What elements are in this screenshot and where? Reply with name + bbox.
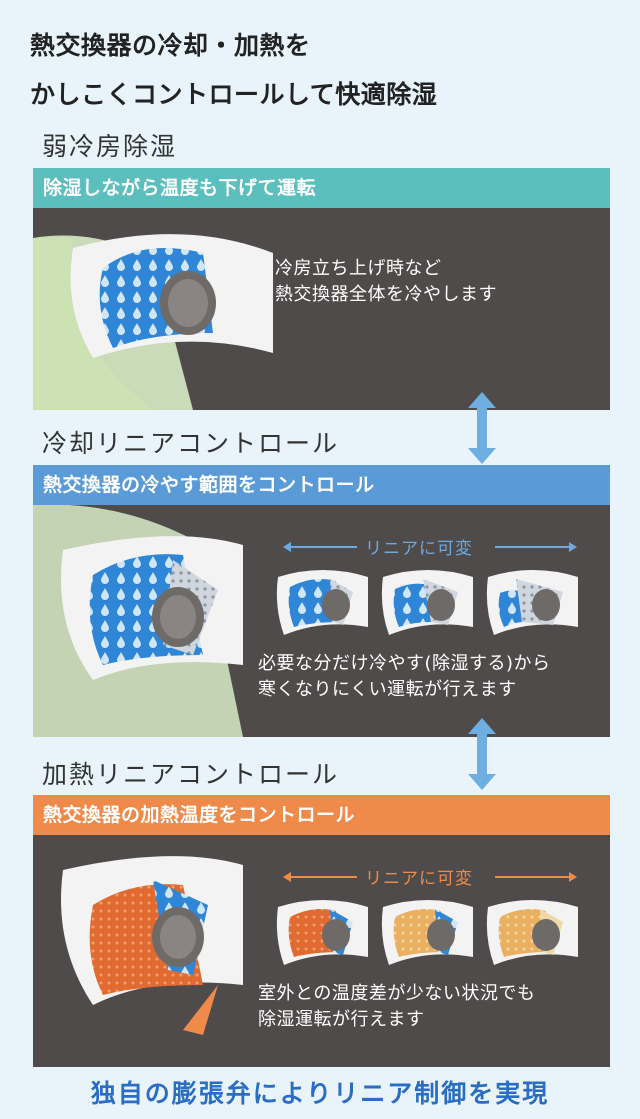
right-arrow-icon	[495, 542, 577, 552]
panel-weak-cooling: 冷房立ち上げ時など 熱交換器全体を冷やします	[33, 208, 610, 410]
panel-text-line1: 冷房立ち上げ時など	[275, 258, 442, 279]
double-arrow-icon	[468, 392, 496, 464]
section-title-cooling-linear: 冷却リニアコントロール	[42, 429, 340, 458]
panel-text-line2: 寒くなりにくい運転が行えます	[258, 679, 517, 700]
panel-text-line1: 必要な分だけ冷やす(除湿する)から	[258, 653, 551, 674]
left-arrow-icon	[283, 542, 357, 552]
panel-heating-linear: リニアに可変 室外との温度差が少ない状況でも 除湿運転が行えます	[33, 835, 610, 1067]
panel-text-line1: 室外との温度差が少ない状況でも	[258, 983, 536, 1004]
headline-line1: 熱交換器の冷却・加熱を	[30, 31, 311, 60]
section-title-heating-linear: 加熱リニアコントロール	[42, 760, 340, 789]
banner-weak-cooling: 除湿しながら温度も下げて運転	[33, 168, 610, 208]
variable-label: リニアに可変	[365, 539, 473, 559]
double-arrow-icon	[468, 718, 496, 790]
banner-heating-linear: 熱交換器の加熱温度をコントロール	[33, 795, 610, 835]
panel-text-line2: 除湿運転が行えます	[258, 1009, 425, 1030]
aircon-illustration-full-cooling	[33, 234, 273, 410]
aircon-illustration-partial-cooling	[33, 505, 578, 737]
left-arrow-icon	[283, 872, 357, 882]
right-arrow-icon	[495, 872, 577, 882]
footer-tagline: 独自の膨張弁によりリニア制御を実現	[90, 1079, 550, 1108]
banner-cooling-linear: 熱交換器の冷やす範囲をコントロール	[33, 465, 610, 505]
aircon-illustration-heating	[61, 856, 578, 1035]
variable-label: リニアに可変	[365, 869, 473, 889]
panel-cooling-linear: リニアに可変 必要な分だけ冷やす(除湿する)から 寒くなりにくい運転が行えます	[33, 505, 610, 737]
section-title-weak-cooling: 弱冷房除湿	[42, 132, 178, 161]
headline-line2: かしこくコントロールして快適除湿	[30, 80, 438, 109]
panel-text-line2: 熱交換器全体を冷やします	[275, 284, 497, 305]
